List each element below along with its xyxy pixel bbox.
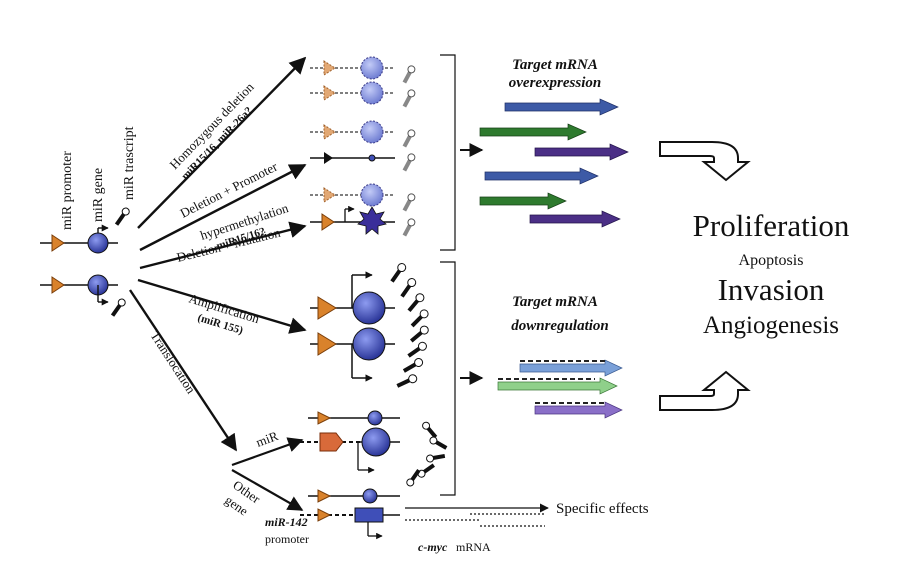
hypermethylation-constructs [310, 120, 416, 172]
promoter-label: promoter [265, 532, 309, 546]
bracket-loss [440, 54, 456, 251]
outcome-proliferation: Proliferation [693, 208, 850, 243]
translocation-mir-constructs [300, 410, 448, 487]
mir-gene-label: miR gene [91, 168, 106, 222]
arrow-translocation [128, 289, 238, 452]
overexpression-arrows [479, 98, 629, 228]
outcome-apoptosis: Apoptosis [739, 252, 804, 269]
curved-arrow-down-icon [659, 141, 751, 182]
wildtype-gene-upper [40, 207, 130, 254]
target-down-title-1: Target mRNA [512, 294, 598, 310]
mir-gene-icon [87, 232, 109, 254]
mir-transcript-label: miR trascript [122, 126, 137, 200]
downregulation-arrows [497, 359, 623, 419]
translocation-label: Translocation [147, 328, 199, 396]
arrow-homozygous-deletion [137, 56, 307, 229]
target-over-title-1: Target mRNA [512, 57, 598, 73]
arrow-deletion-promoter [139, 163, 307, 252]
mutated-gene-icon [357, 206, 387, 235]
outcome-angiogenesis: Angiogenesis [703, 312, 839, 339]
arrow-other-gene [231, 469, 304, 511]
deletion-mutation-constructs [310, 183, 416, 237]
mir-branch-label: miR [254, 428, 280, 450]
wildtype-gene-lower [40, 274, 126, 317]
cmyc-label: c-myc [418, 540, 448, 554]
homozygous-deletion-constructs [310, 56, 416, 108]
promoter-icon [51, 234, 65, 252]
svg-text:Homozygous deletion: Homozygous deletion [166, 79, 257, 172]
specific-effects-label: Specific effects [556, 501, 649, 517]
target-down-title-2: downregulation [511, 318, 609, 334]
mir-promoter-label: miR promoter [60, 151, 75, 230]
mrna-label: mRNA [456, 540, 491, 554]
hairpin-icon [114, 207, 130, 226]
arrow-deletion-mutation [139, 221, 307, 270]
arrow-mir [231, 437, 304, 467]
target-over-title-2: overexpression [509, 75, 602, 91]
promoter-icon [51, 276, 65, 294]
bracket-gain [440, 261, 456, 496]
amplification-constructs [310, 263, 429, 388]
homozygous-deletion-label-group: Homozygous deletion miR15/16, miR-26a? [166, 79, 257, 183]
hairpin-icon [110, 298, 126, 317]
amplification-label-group: Amplification (miR 155) [187, 291, 262, 338]
outcome-invasion: Invasion [718, 272, 825, 307]
curved-arrow-up-icon [659, 370, 751, 411]
mir142-label: miR-142 [265, 515, 308, 529]
translocation-othergene-constructs [300, 488, 400, 540]
arrow-amplification [137, 278, 307, 334]
